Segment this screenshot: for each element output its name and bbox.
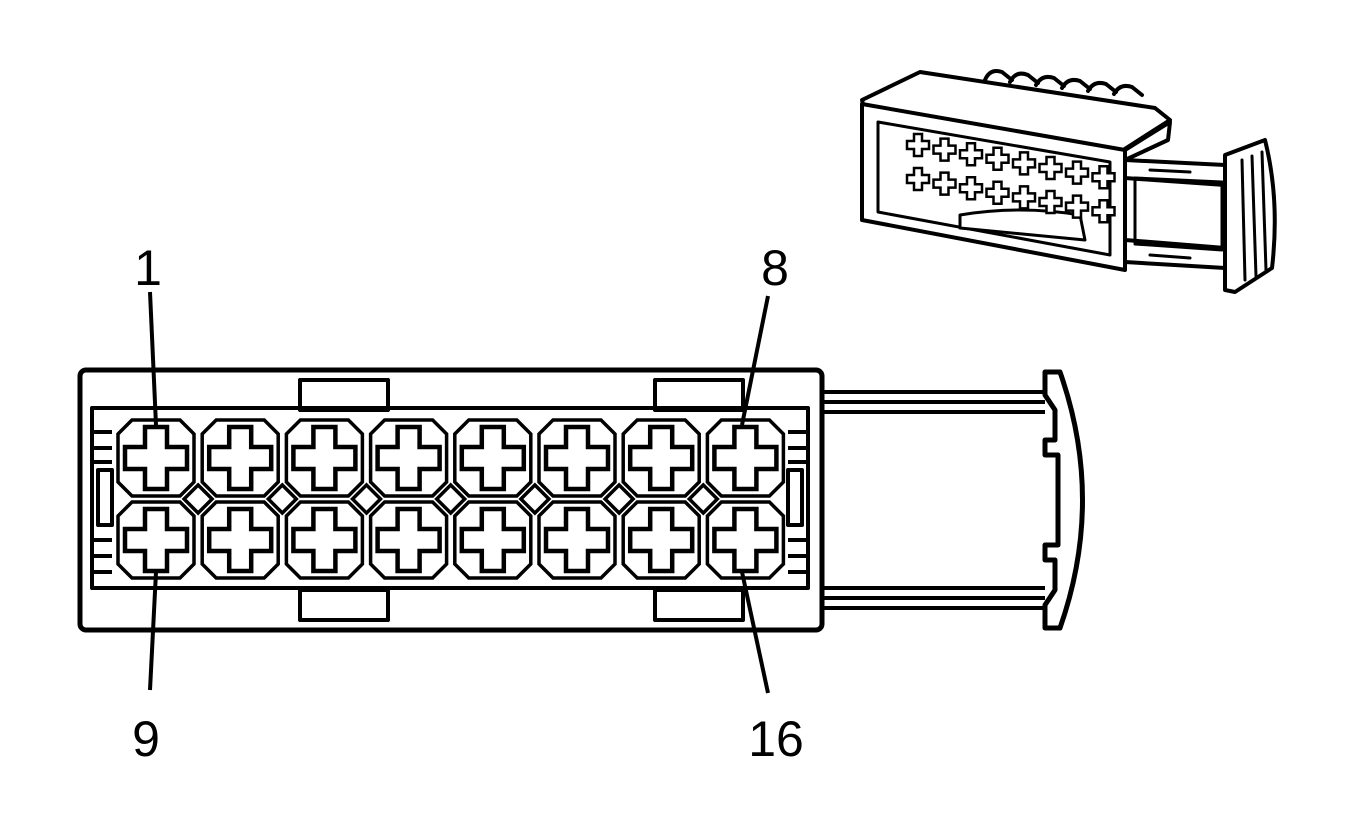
pin-separator-diamond xyxy=(686,482,720,516)
iso-pin xyxy=(1038,189,1063,215)
slider-slot-bottom xyxy=(1148,253,1192,260)
iso-pin xyxy=(1011,151,1037,176)
iso-pin xyxy=(1091,198,1116,224)
pin-15 xyxy=(627,506,695,574)
slider-rail-bottom xyxy=(822,586,1045,610)
pin-grid xyxy=(116,418,786,580)
iso-pin xyxy=(905,166,931,192)
pin-11 xyxy=(291,506,358,574)
iso-pin xyxy=(958,175,984,201)
housing-bottom-ramp xyxy=(958,208,1087,242)
slider-rail-top xyxy=(822,390,1045,414)
leader-line-pin-9 xyxy=(148,571,158,691)
connector-face-view xyxy=(77,367,1085,633)
pin-12 xyxy=(375,506,442,574)
isometric-pin-grid xyxy=(905,132,1116,224)
pin-separator-diamond xyxy=(434,482,468,516)
end-cap-ridges xyxy=(1240,150,1268,282)
latch-tab-top-right xyxy=(653,378,745,412)
right-side-notches xyxy=(786,430,808,574)
pin-separator-diamond xyxy=(602,482,636,516)
leader-line-pin-8 xyxy=(740,295,770,426)
leader-line-pin-16 xyxy=(740,571,770,694)
latch-tab-bottom-right xyxy=(653,588,745,622)
iso-pin xyxy=(958,141,984,167)
latch-tab-top-left xyxy=(298,378,390,412)
iso-pin xyxy=(1011,185,1037,210)
pin-2 xyxy=(206,424,274,492)
iso-pin xyxy=(905,132,931,158)
pin-separator-diamond xyxy=(181,482,215,516)
pin-16 xyxy=(712,506,779,574)
pin-label-9: 9 xyxy=(132,711,160,767)
pin-8 xyxy=(712,424,779,492)
left-side-notches xyxy=(92,430,114,574)
iso-pin xyxy=(985,146,1010,172)
pin-10 xyxy=(206,506,274,574)
leader-lines xyxy=(148,291,770,694)
pin-label-16: 16 xyxy=(748,711,804,767)
pin-9 xyxy=(122,506,190,574)
housing-side-face xyxy=(1123,120,1172,162)
leader-line-pin-1 xyxy=(148,291,158,426)
housing-outline xyxy=(77,367,825,633)
slider-body xyxy=(1133,176,1224,252)
iso-pin xyxy=(1091,164,1116,190)
pin-separator-diamond xyxy=(350,482,383,516)
iso-pin xyxy=(932,171,957,196)
iso-pin xyxy=(932,137,957,162)
pin-6 xyxy=(543,424,611,492)
iso-pin xyxy=(1064,194,1090,219)
iso-pin xyxy=(1064,160,1090,185)
pin-5 xyxy=(459,424,527,492)
pin-separator-diamond xyxy=(265,482,299,516)
pin-cavity-region xyxy=(90,406,810,590)
pin-13 xyxy=(459,506,527,574)
pin-label-8: 8 xyxy=(761,240,789,296)
pin-1 xyxy=(122,424,190,492)
iso-pin xyxy=(1038,155,1063,181)
slider-slot-top xyxy=(1148,168,1192,174)
iso-pin xyxy=(985,180,1010,206)
pin-4 xyxy=(375,424,442,492)
pin-label-1: 1 xyxy=(134,240,162,296)
pin-7 xyxy=(627,424,695,492)
wire-ribs xyxy=(983,69,1144,97)
pin-separator-diamond xyxy=(518,482,552,516)
pin-14 xyxy=(543,506,611,574)
latch-tab-bottom-left xyxy=(298,588,390,622)
pin-3 xyxy=(291,424,358,492)
slider-end-curve xyxy=(1042,369,1085,631)
